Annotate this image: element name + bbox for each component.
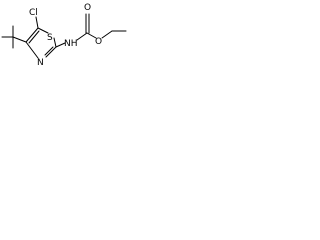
atom-label-nh: NH	[64, 39, 78, 49]
tbutyl-ring-bond	[12, 36, 27, 43]
carbamate-chain	[55, 13, 127, 48]
ring-bond-n-c4	[25, 41, 39, 59]
ester-o-ch2-bond	[101, 30, 113, 39]
atom-label-cl: Cl	[29, 8, 38, 18]
tert-butyl-group	[1, 25, 27, 49]
ring-bond-c5-s	[37, 27, 49, 34]
atom-label-o-ester: O	[95, 37, 102, 47]
ring-bond-c4-c5-double	[28, 30, 40, 44]
ring-bond-c4-c5	[25, 27, 39, 43]
carbonyl-ester-o-bond	[86, 32, 97, 39]
thiazole-ring	[25, 27, 57, 59]
ring-bond-s-c2	[53, 37, 57, 48]
nh-carbonyl-bond	[76, 32, 88, 41]
ring-bond-c2-n-double	[44, 46, 54, 56]
atom-label-n-ring: N	[37, 58, 44, 68]
ring-bond-c2-n	[45, 46, 57, 58]
atom-label-s: S	[47, 33, 53, 43]
atom-label-o-carbonyl: O	[84, 3, 91, 13]
c2-nh-bond	[55, 42, 66, 48]
chemical-structure: Cl S N NH O O	[1, 3, 127, 68]
chloro-bond	[35, 16, 39, 29]
